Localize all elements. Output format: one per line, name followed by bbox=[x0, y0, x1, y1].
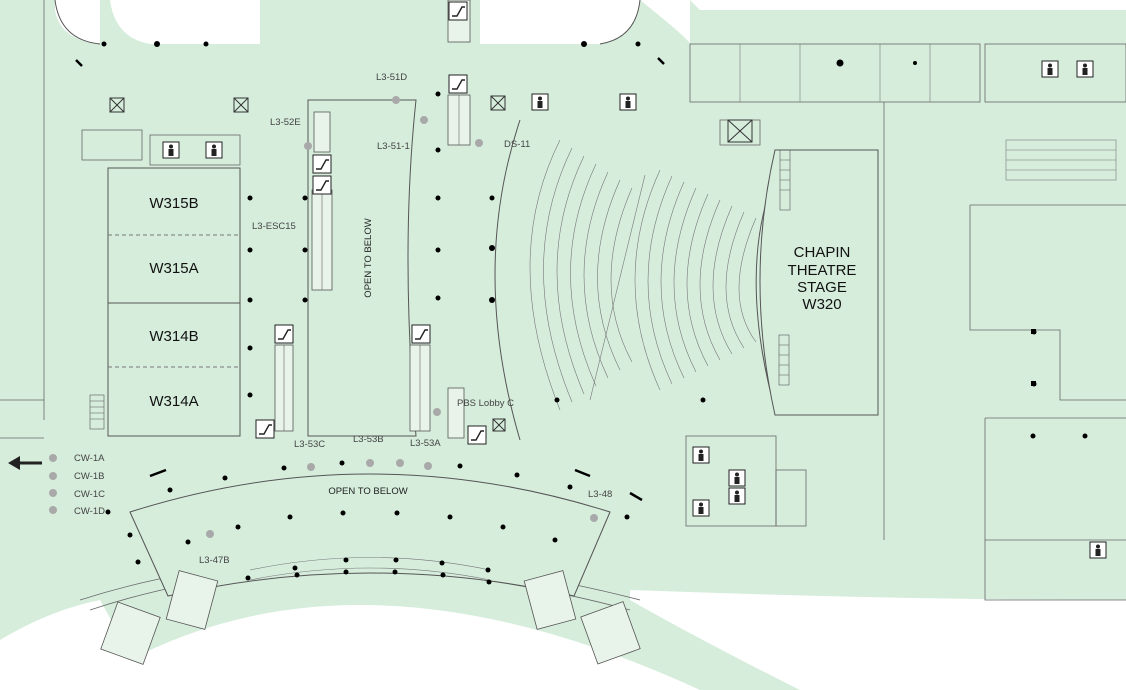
label-l3-51-1[interactable]: L3-51-1 bbox=[377, 141, 410, 152]
restroom-icon[interactable] bbox=[1089, 541, 1107, 559]
escalator-banks bbox=[274, 0, 471, 439]
restroom-icon[interactable] bbox=[728, 487, 746, 505]
location-markers bbox=[49, 96, 598, 538]
label-l3-51d[interactable]: L3-51D bbox=[376, 72, 407, 83]
perimeter-wall-nw bbox=[54, 0, 101, 45]
restroom-icon[interactable] bbox=[619, 93, 637, 111]
restroom-icon[interactable] bbox=[531, 93, 549, 111]
west-walls bbox=[0, 0, 241, 439]
meeting-rooms-block bbox=[107, 167, 241, 437]
escalator-icon[interactable] bbox=[448, 1, 468, 21]
escalator-icon[interactable] bbox=[312, 154, 332, 174]
escalator-icon[interactable] bbox=[411, 324, 431, 344]
east-wing bbox=[685, 43, 1126, 601]
restroom-icon[interactable] bbox=[162, 141, 180, 159]
stairs-icon bbox=[89, 394, 105, 430]
elevator-icon[interactable] bbox=[109, 97, 125, 113]
columns bbox=[101, 41, 1088, 585]
label-pbs-lobby-c[interactable]: PBS Lobby C bbox=[457, 398, 514, 409]
label-l3-47b[interactable]: L3-47B bbox=[199, 555, 230, 566]
escalator-icon[interactable] bbox=[312, 175, 332, 195]
stage-label-line3: STAGE bbox=[797, 279, 847, 296]
room-w315b[interactable]: W315B bbox=[149, 195, 198, 212]
room-w315a[interactable]: W315A bbox=[149, 260, 198, 277]
elevator-icon[interactable] bbox=[727, 119, 753, 143]
south-stairs bbox=[100, 570, 641, 665]
label-l3-53b[interactable]: L3-53B bbox=[353, 434, 384, 445]
escalator-icon[interactable] bbox=[274, 324, 294, 344]
restroom-icon[interactable] bbox=[205, 141, 223, 159]
perimeter-wall-ne bbox=[599, 0, 641, 45]
chapin-theatre-stage bbox=[759, 149, 879, 416]
stairs-icon bbox=[778, 334, 790, 386]
label-l3-48[interactable]: L3-48 bbox=[588, 489, 612, 500]
restroom-icon[interactable] bbox=[1076, 60, 1094, 78]
stage-label-line4[interactable]: W320 bbox=[802, 296, 841, 313]
restroom-icon[interactable] bbox=[1041, 60, 1059, 78]
stage-label-line1: CHAPIN bbox=[794, 244, 851, 261]
label-l3-esc15[interactable]: L3-ESC15 bbox=[252, 221, 296, 232]
open-to-below-horizontal: OPEN TO BELOW bbox=[328, 486, 407, 497]
room-w314a[interactable]: W314A bbox=[149, 393, 198, 410]
theatre-seating bbox=[494, 119, 776, 441]
label-ds-11[interactable]: DS-11 bbox=[504, 139, 530, 150]
elevator-icon[interactable] bbox=[490, 95, 506, 111]
room-w314b[interactable]: W314B bbox=[149, 328, 198, 345]
open-to-below-vertical: OPEN TO BELOW bbox=[363, 218, 374, 297]
stage-label-line2: THEATRE bbox=[788, 262, 857, 279]
label-l3-52e[interactable]: L3-52E bbox=[270, 117, 301, 128]
label-cw-1c[interactable]: CW-1C bbox=[74, 489, 105, 500]
escalator-icon[interactable] bbox=[467, 425, 487, 445]
stairs-icon bbox=[779, 149, 791, 211]
label-l3-53c[interactable]: L3-53C bbox=[294, 439, 325, 450]
restroom-icon[interactable] bbox=[692, 499, 710, 517]
elevator-icon[interactable] bbox=[492, 418, 506, 432]
label-l3-53a[interactable]: L3-53A bbox=[410, 438, 441, 449]
label-cw-1a[interactable]: CW-1A bbox=[74, 453, 105, 464]
restroom-icon[interactable] bbox=[692, 446, 710, 464]
lobby-void bbox=[129, 473, 611, 597]
direction-arrow-icon bbox=[8, 456, 42, 470]
elevator-icon[interactable] bbox=[233, 97, 249, 113]
restroom-icon[interactable] bbox=[728, 469, 746, 487]
label-cw-1b[interactable]: CW-1B bbox=[74, 471, 104, 482]
label-cw-1d[interactable]: CW-1D bbox=[74, 506, 105, 517]
lobby-dashes bbox=[75, 57, 665, 502]
escalator-icon[interactable] bbox=[255, 419, 275, 439]
escalator-icon[interactable] bbox=[448, 74, 468, 94]
